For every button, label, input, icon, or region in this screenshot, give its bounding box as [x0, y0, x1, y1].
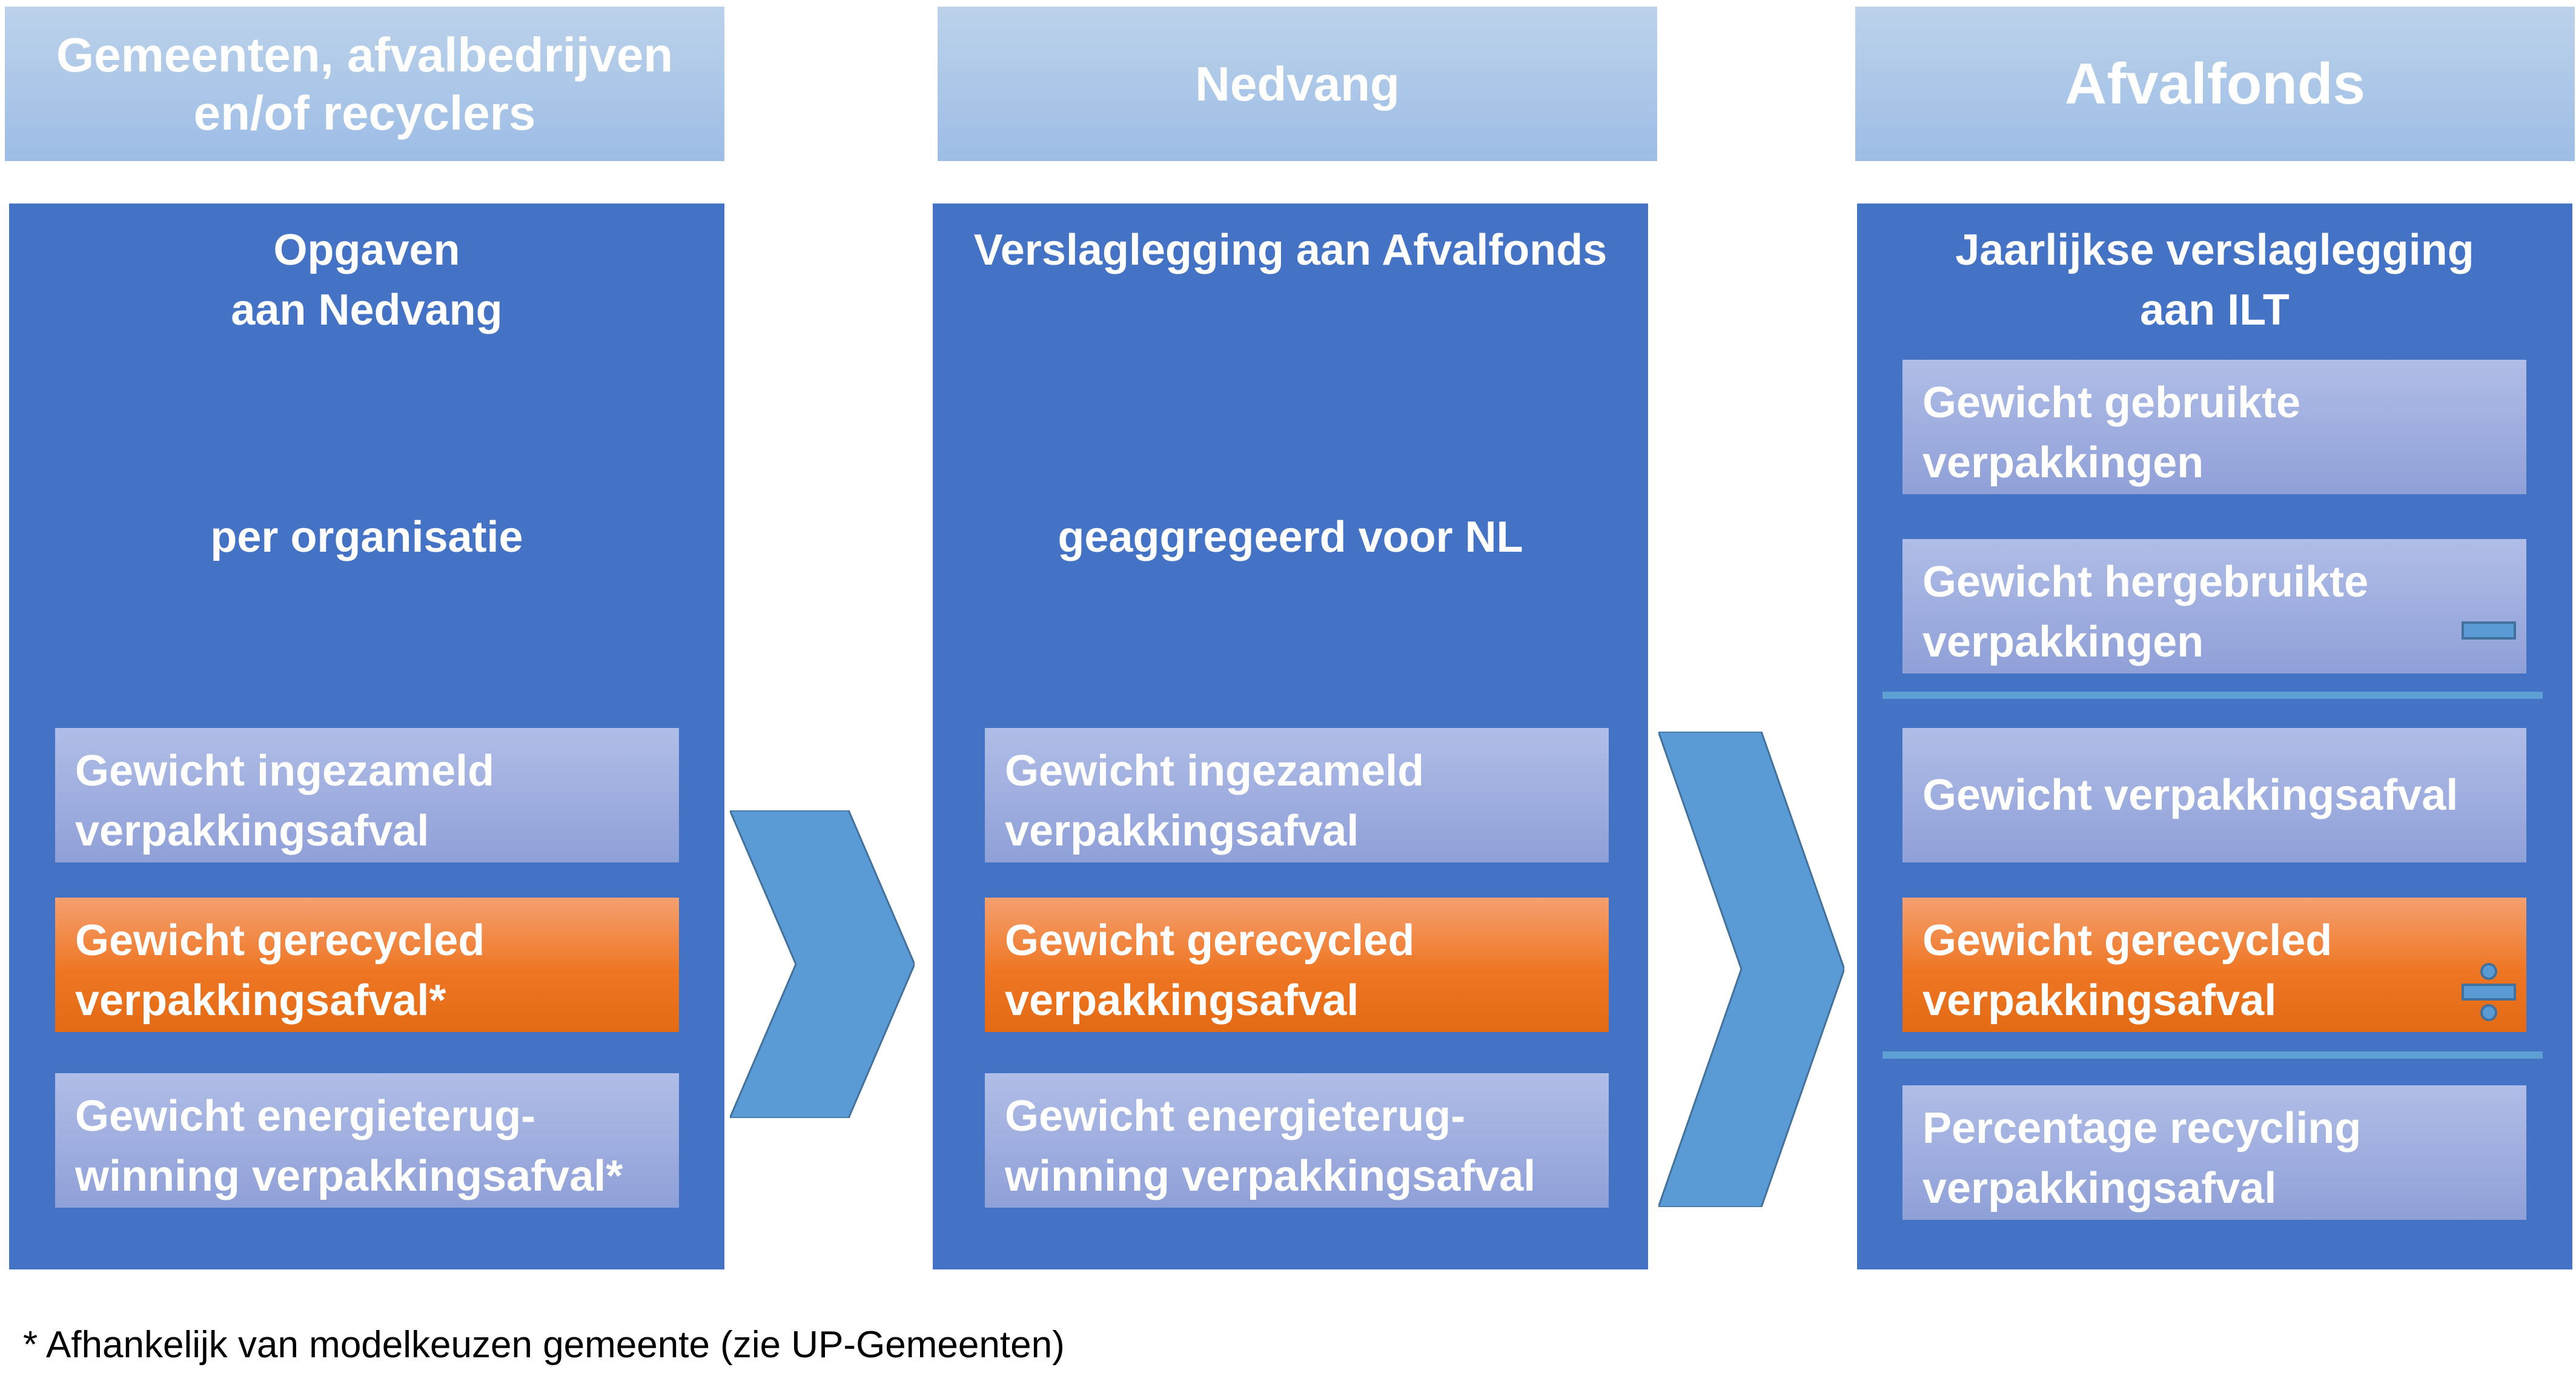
- column-title: Jaarlijkse verslaglegging aan ILT: [1955, 226, 2474, 334]
- chevron-right-icon: [730, 810, 915, 1118]
- header-afvalfonds: Afvalfonds: [1855, 7, 2575, 161]
- box-gebruikte-verpakkingen: Gewicht gebruikte verpakkingen: [1902, 360, 2526, 494]
- box-gerecycled: Gewicht gerecycled verpakkingsafval: [1902, 898, 2526, 1032]
- footnote: * Afhankelijk van modelkeuzen gemeente (…: [23, 1324, 1065, 1366]
- minus-icon: [2462, 621, 2516, 640]
- column-gemeenten: Opgaven aan Nedvang per organisatie Gewi…: [9, 203, 724, 1269]
- chevron-right-icon: [1658, 732, 1844, 1207]
- box-verpakkingsafval: Gewicht verpakkingsafval: [1902, 728, 2526, 862]
- box-percentage-recycling: Percentage recycling verpakkingsafval: [1902, 1085, 2526, 1220]
- header-nedvang: Nedvang: [938, 7, 1657, 161]
- column-title: Verslaglegging aan Afvalfonds: [973, 226, 1608, 274]
- column-subtitle: geaggregeerd voor NL: [1058, 513, 1523, 561]
- box-ingezameld: Gewicht ingezameld verpakkingsafval: [985, 728, 1609, 862]
- column-nedvang: Verslaglegging aan Afvalfonds geaggregee…: [933, 203, 1648, 1269]
- box-ingezameld: Gewicht ingezameld verpakkingsafval: [55, 728, 679, 862]
- divide-icon: [2462, 963, 2516, 1021]
- box-hergebruikte-verpakkingen: Gewicht hergebruikte verpakkingen: [1902, 539, 2526, 673]
- box-gerecycled: Gewicht gerecycled verpakkingsafval: [985, 898, 1609, 1032]
- box-energieterugwinning: Gewicht energieterug- winning verpakking…: [985, 1073, 1609, 1208]
- header-gemeenten: Gemeenten, afvalbedrijven en/of recycler…: [5, 7, 724, 161]
- separator-line: [1882, 692, 2543, 699]
- column-title: Opgaven aan Nedvang: [231, 226, 503, 334]
- column-subtitle: per organisatie: [210, 513, 523, 561]
- separator-line: [1882, 1051, 2543, 1059]
- box-energieterugwinning: Gewicht energieterug- winning verpakking…: [55, 1073, 679, 1208]
- column-afvalfonds: Jaarlijkse verslaglegging aan ILT Gewich…: [1857, 203, 2572, 1269]
- box-gerecycled: Gewicht gerecycled verpakkingsafval*: [55, 898, 679, 1032]
